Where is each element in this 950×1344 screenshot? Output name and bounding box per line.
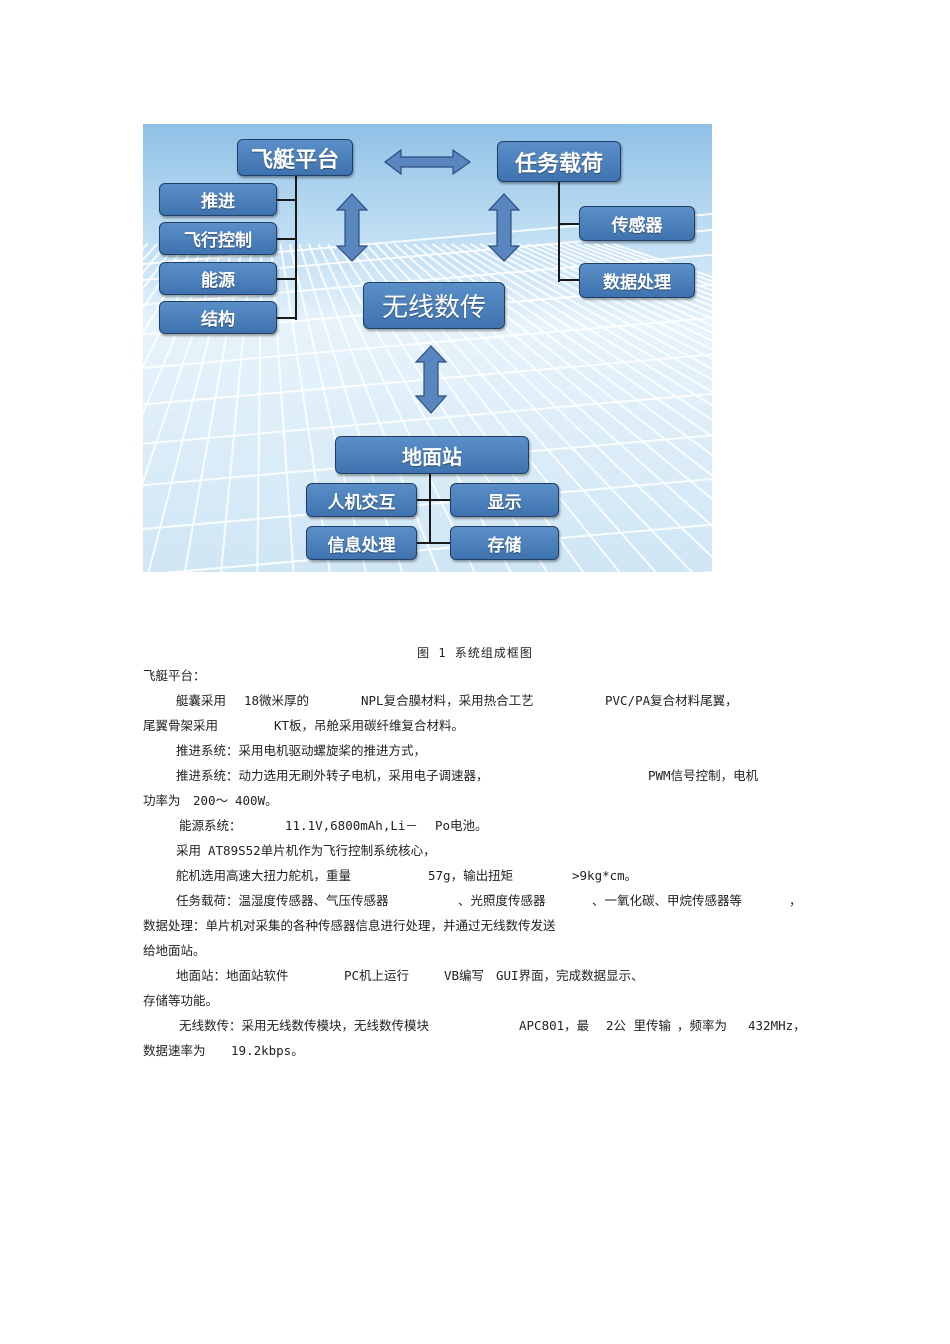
- text-line-10-part-4: ，: [789, 893, 802, 908]
- text-line-13-part-3: VB编写: [444, 968, 485, 983]
- text-line-5-part-1: 推进系统：动力选用无刷外转子电机，采用电子调速器，: [176, 768, 489, 783]
- text-line-9-part-1: 舵机选用高速大扭力舵机，重量: [176, 868, 352, 883]
- text-line-13-part-1: 地面站：地面站软件: [176, 968, 289, 983]
- text-line-1-part-1: 飞艇平台：: [143, 668, 206, 683]
- box-hmi: 人机交互: [306, 483, 417, 517]
- double-arrow-top: [384, 148, 472, 176]
- text-line-13-part-2: PC机上运行: [344, 968, 410, 983]
- box-data-processing: 数据处理: [579, 263, 695, 298]
- box-mission-payload: 任务载荷: [497, 141, 621, 182]
- figure-caption: 图 1 系统组成框图: [417, 646, 533, 660]
- text-line-10-part-3: 、一氧化碳、甲烷传感器等: [592, 893, 743, 908]
- text-line-2-part-2: 18微米厚的: [244, 693, 310, 708]
- box-ground-station: 地面站: [335, 436, 529, 474]
- text-line-7-part-3: Po电池。: [435, 818, 488, 833]
- text-line-2-part-1: 艇囊采用: [176, 693, 227, 708]
- box-airship-platform: 飞艇平台: [237, 139, 353, 176]
- text-line-4-part-1: 推进系统：采用电机驱动螺旋桨的推进方式，: [176, 743, 427, 758]
- box-info-processing: 信息处理: [306, 526, 417, 560]
- system-diagram: 飞艇平台 任务载荷 推进 飞行控制 能源 结构 传感器 数据处理 无线数传 地面…: [143, 124, 712, 572]
- text-line-8-part-2: AT89S52单片机作为飞行控制系统核心，: [208, 843, 436, 858]
- text-line-9-part-2: 57g，输出扭矩: [428, 868, 514, 883]
- text-line-7-part-1: 能源系统：: [179, 818, 242, 833]
- text-line-16-part-2: 19.2kbps。: [231, 1043, 304, 1058]
- box-energy: 能源: [159, 262, 277, 295]
- text-line-6-part-3: 400W。: [235, 793, 278, 808]
- text-line-10-part-1: 任务载荷：温湿度传感器、气压传感器: [176, 893, 389, 908]
- double-arrow-left: [335, 193, 369, 262]
- double-arrow-right: [487, 193, 521, 262]
- text-line-13-part-4: GUI界面，完成数据显示、: [496, 968, 644, 983]
- box-storage: 存储: [450, 526, 559, 560]
- text-line-15-part-4: ，频率为: [677, 1018, 728, 1033]
- text-line-6-part-1: 功率为: [143, 793, 181, 808]
- text-line-3-part-1: 尾翼骨架采用: [143, 718, 219, 733]
- text-line-5-part-2: PWM信号控制，电机: [648, 768, 759, 783]
- text-line-15-part-3: 2公 里传输: [606, 1018, 672, 1033]
- connector-layer: [271, 148, 580, 544]
- box-propulsion: 推进: [159, 183, 277, 216]
- text-line-12-part-1: 给地面站。: [143, 943, 206, 958]
- box-wireless-link: 无线数传: [363, 282, 505, 329]
- text-line-11-part-1: 数据处理：单片机对采集的各种传感器信息进行处理，并通过无线数传发送: [143, 918, 556, 933]
- text-line-15-part-2: APC801，最: [519, 1018, 590, 1033]
- text-line-3-part-2: KT板，吊舱采用碳纤维复合材料。: [274, 718, 465, 733]
- box-sensor: 传感器: [579, 206, 695, 241]
- box-display: 显示: [450, 483, 559, 517]
- text-line-16-part-1: 数据速率为: [143, 1043, 206, 1058]
- text-line-2-part-4: PVC/PA复合材料尾翼，: [605, 693, 738, 708]
- box-flight-control: 飞行控制: [159, 222, 277, 255]
- text-line-7-part-2: 11.1V,6800mAh,Li－: [285, 818, 418, 833]
- text-line-10-part-2: 、光照度传感器: [458, 893, 546, 908]
- text-line-14-part-1: 存储等功能。: [143, 993, 219, 1008]
- text-line-9-part-3: >9kg*cm。: [572, 868, 638, 883]
- text-line-15-part-1: 无线数传：采用无线数传模块，无线数传模块: [179, 1018, 430, 1033]
- text-line-2-part-3: NPL复合膜材料，采用热合工艺: [361, 693, 534, 708]
- box-structure: 结构: [159, 301, 277, 334]
- text-line-6-part-2: 200～: [193, 793, 229, 808]
- double-arrow-bottom: [414, 345, 448, 414]
- text-line-8-part-1: 采用: [176, 843, 202, 858]
- text-line-15-part-5: 432MHz，: [748, 1018, 806, 1033]
